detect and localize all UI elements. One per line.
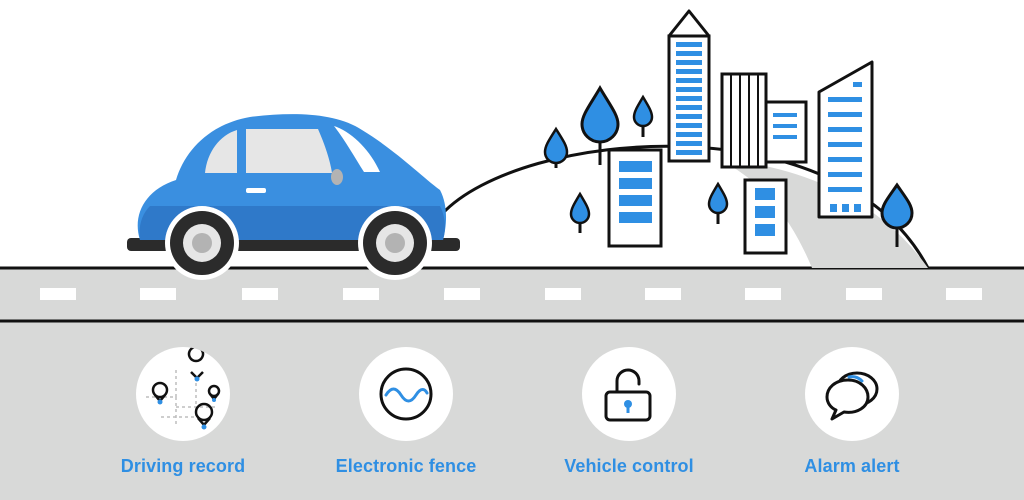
feature-label: Driving record [120,456,246,476]
feature-driving-record[interactable]: Driving record [93,347,273,477]
feature-label: Alarm alert [804,456,900,476]
feature-vehicle-control[interactable]: Vehicle control [539,347,719,477]
car-wheel-front [165,206,239,280]
car-wheel-rear [358,206,432,280]
building-striped [720,72,768,169]
feature-icon-circle [582,347,676,441]
tree-icon [543,126,569,168]
car-window-front [205,130,237,173]
wave-circle-icon [379,367,433,421]
feature-list: Driving record Electronic fence Vehi [0,322,1024,500]
feature-icon-circle [136,347,230,441]
feature-label: Electronic fence [335,456,477,476]
car-mirror [331,169,343,185]
tree-icon [580,85,620,165]
building-front-left [607,148,663,248]
tree-icon [880,182,914,247]
tree-icon [707,181,729,224]
feature-icon-circle [359,347,453,441]
car-window-back [246,129,332,173]
building-spire [667,9,711,163]
tree-icon [569,191,591,233]
car-windshield [334,126,380,172]
feature-alarm-alert[interactable]: Alarm alert [762,347,942,477]
lane-markings [40,288,982,300]
chat-bubbles-icon [825,371,879,421]
map-pins-icon [146,347,221,430]
car-illustration [127,114,460,280]
building-small [764,100,808,164]
tree-icon [632,94,654,137]
car-door-handle [246,188,266,193]
feature-label: Vehicle control [564,456,694,476]
feature-icon-circle [805,347,899,441]
unlock-icon [604,368,652,422]
building-slanted [817,60,874,219]
building-front-right [743,178,788,255]
feature-electronic-fence[interactable]: Electronic fence [316,347,496,477]
